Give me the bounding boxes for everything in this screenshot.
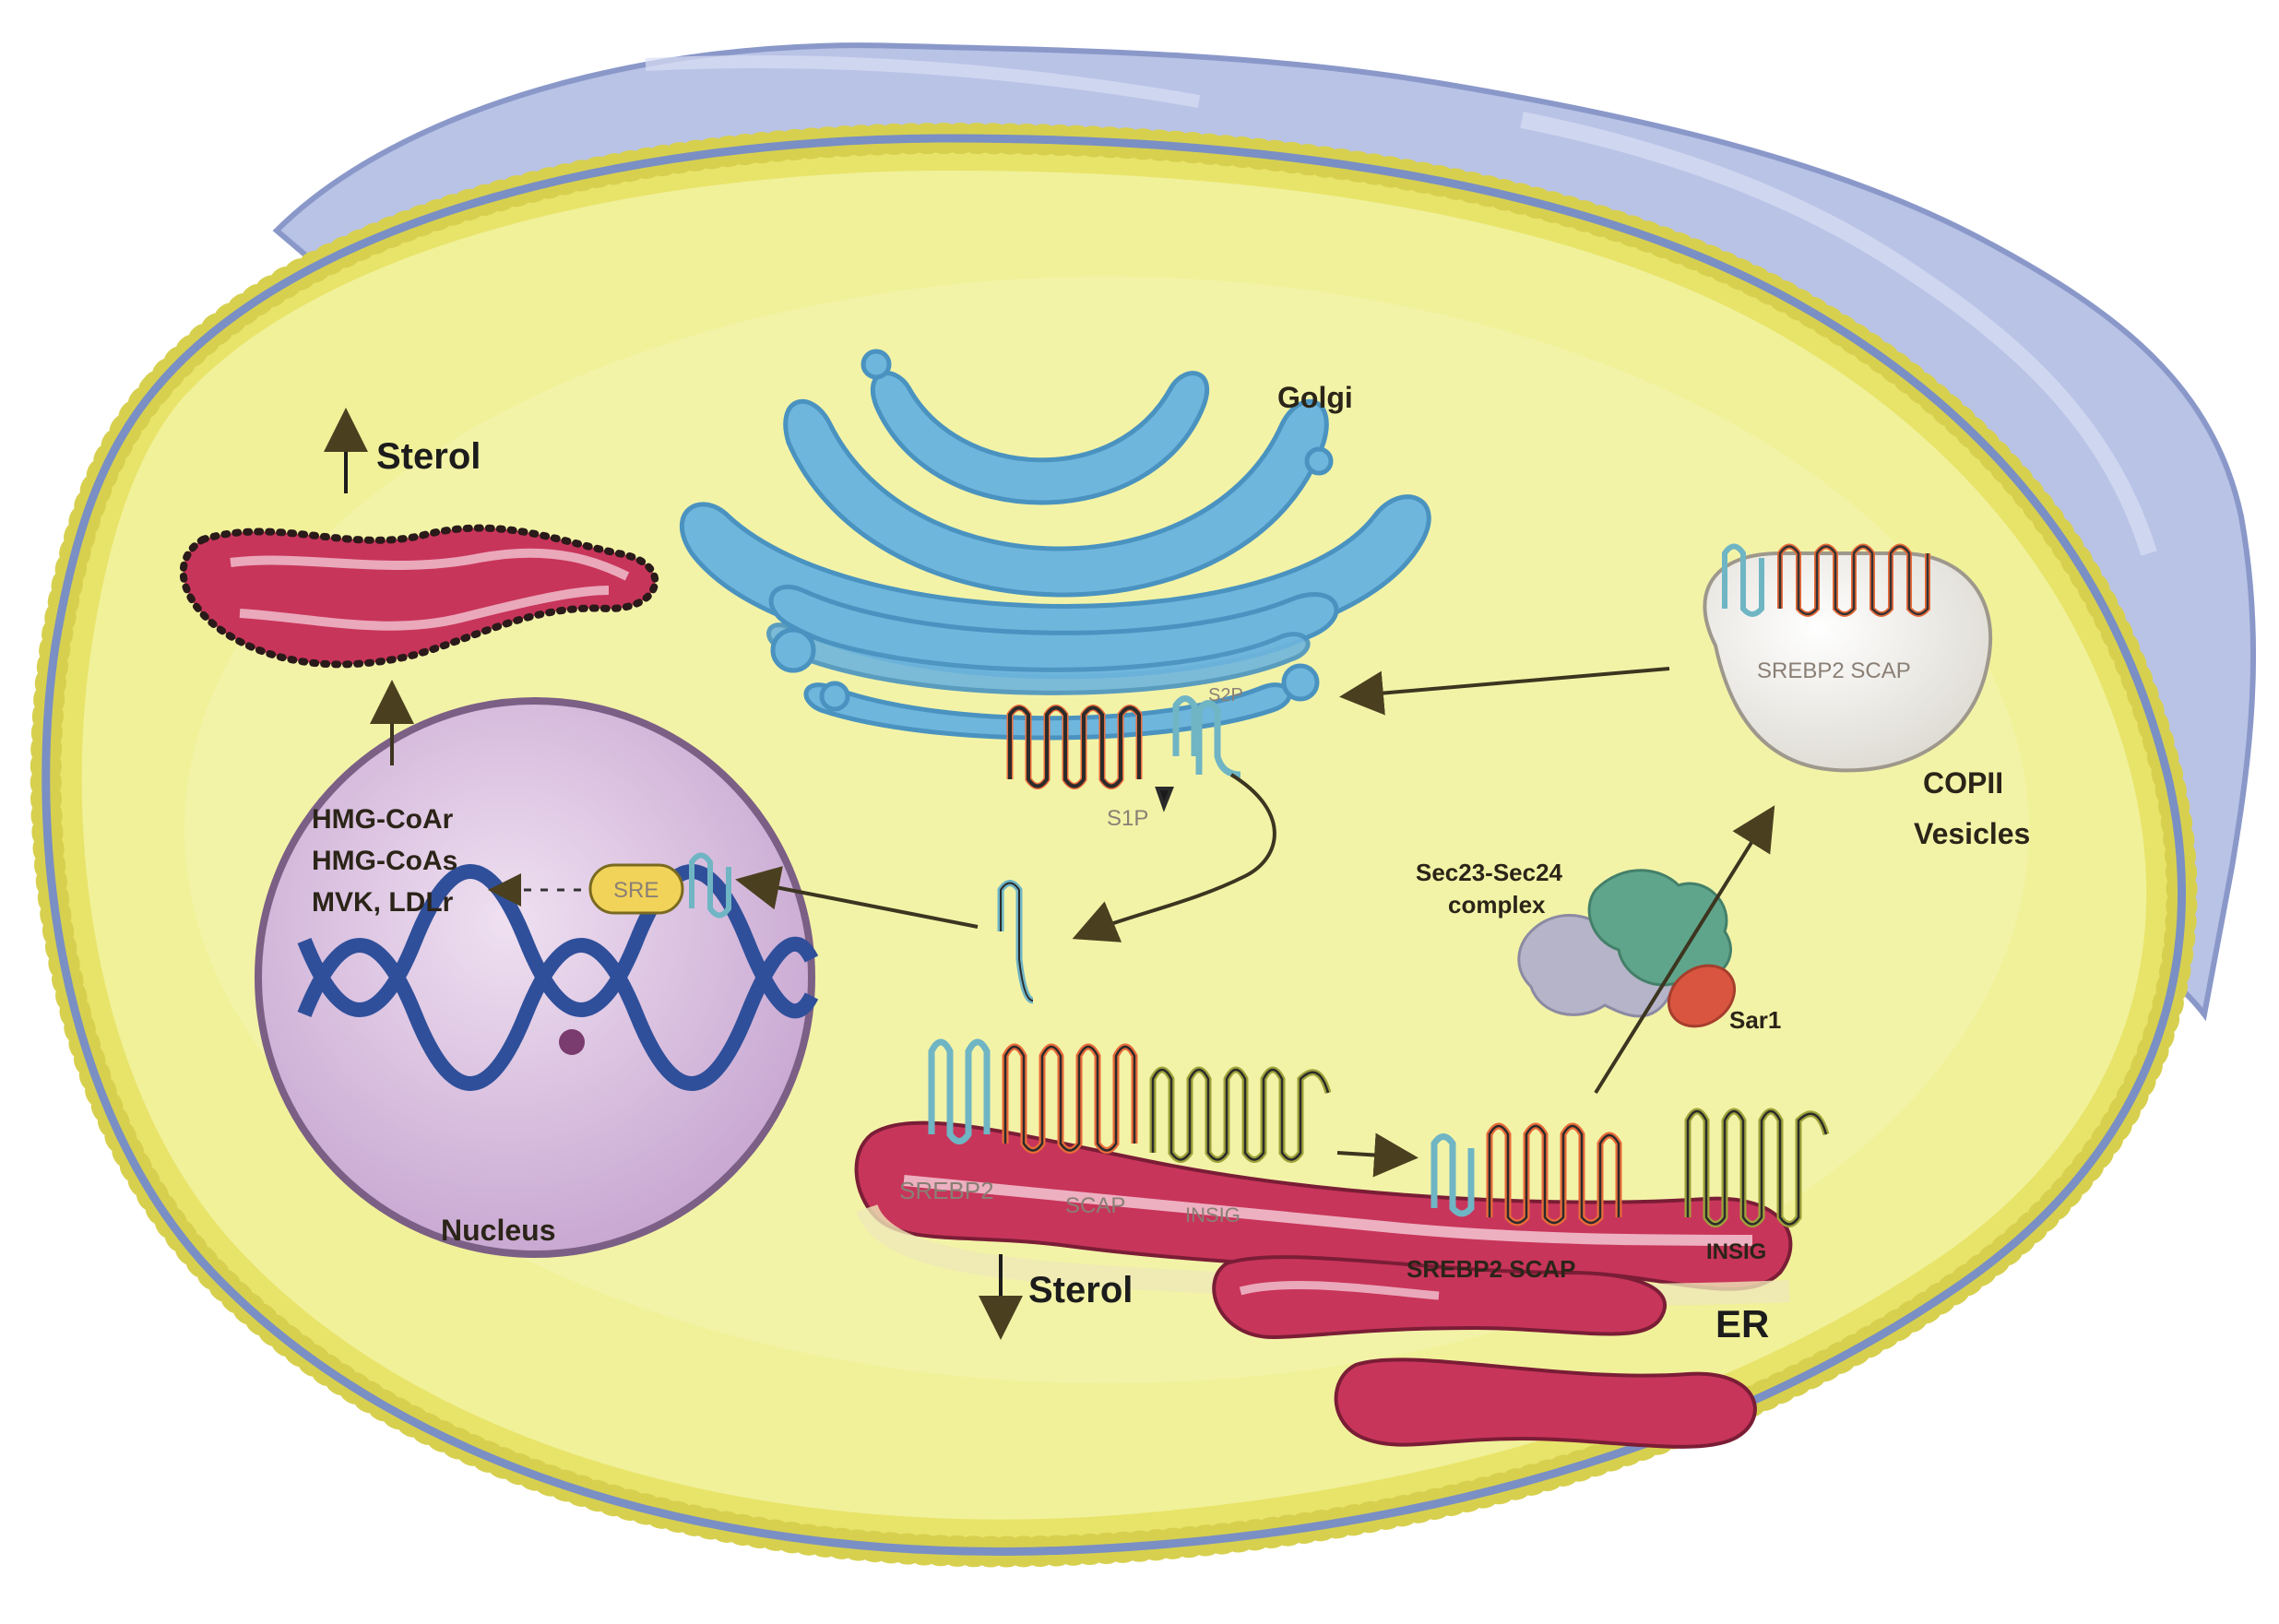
srebp2-domain-vesicle [1722, 543, 1764, 617]
er-released-complex [1430, 1108, 1830, 1227]
er-insig-label: INSIG [1185, 1203, 1240, 1227]
golgi-apparatus [679, 349, 1431, 741]
er-sterol-high [179, 524, 659, 669]
dna-strand-2 [297, 936, 819, 1091]
er-main-highlight [903, 1175, 1753, 1246]
nucleolus [559, 1029, 585, 1055]
copii-label: COPII [1923, 766, 2003, 800]
cell-body-fold [1520, 112, 2157, 556]
dna-double-helix [297, 864, 819, 1091]
s1p-label: S1P [1107, 806, 1148, 831]
golgi-vesicle [819, 681, 850, 712]
er-cisterna-3 [1334, 1357, 1757, 1449]
scap-domain-er-outline [1003, 1045, 1136, 1152]
er-srebp2-label: SREBP2 [899, 1177, 994, 1204]
er-retained-complex [928, 1038, 1332, 1163]
copii-coat-proteins [1517, 869, 1737, 1028]
srebp2-nterm-fragment-outline [1000, 882, 1034, 1002]
srebp2-domain-released [1430, 1133, 1475, 1217]
er-cisterna-4 [1239, 1281, 1440, 1300]
sec-complex-label-line2: complex [1448, 891, 1546, 919]
sterol-up-indicator: Sterol [324, 408, 481, 493]
golgi-vesicle [770, 627, 816, 673]
arrow-nterm-to-nucleus [735, 866, 979, 929]
vesicle-proteins-label: SREBP2 SCAP [1757, 658, 1911, 683]
arrow-er-to-copii [1594, 805, 1775, 1095]
er-sterol-low [854, 1120, 1793, 1449]
sar1-label: Sar1 [1729, 1006, 1781, 1034]
scap-domain-vesicle-outline [1778, 545, 1929, 616]
golgi-vesicle [1281, 663, 1320, 702]
sec23-sec24-protein [1587, 869, 1732, 987]
er-scap-label: SCAP [1065, 1193, 1125, 1218]
er-exit-proteins-label: SREBP2 SCAP [1407, 1255, 1576, 1283]
er-cisterna-2 [1212, 1255, 1668, 1340]
nucleus-label: Nucleus [441, 1214, 555, 1247]
sre-label: SRE [613, 878, 659, 903]
srebp2-domain-golgi [1172, 695, 1241, 778]
cleavage-site-arrow [1155, 787, 1174, 812]
sar1-protein [1667, 964, 1737, 1028]
insig-domain-free-outline [1686, 1109, 1828, 1226]
arrow-copii-to-golgi [1339, 667, 1670, 716]
golgi-membrane-proteins [1006, 695, 1241, 812]
gene-label-1: HMG-CoAr [312, 804, 454, 835]
gene-label-3: MVK, LDLr [312, 887, 454, 918]
vesicle-membrane-proteins [1722, 543, 1930, 617]
srebp2-nterm-bound [689, 852, 731, 919]
gene-label-2: HMG-CoAs [312, 846, 457, 876]
insig-domain-er-outline [1151, 1068, 1330, 1161]
srebp2-domain-er [928, 1038, 991, 1144]
scap-domain-golgi-outline [1008, 705, 1141, 788]
golgi-label: Golgi [1277, 381, 1353, 414]
sec-complex-label-line1: Sec23-Sec24 [1416, 859, 1563, 886]
sterol-down-label: Sterol [1028, 1270, 1133, 1310]
golgi-cisterna-1 [870, 371, 1210, 505]
arrow-insig-release [1336, 1132, 1418, 1178]
copii-vesicle [1703, 551, 1993, 773]
sre-element [588, 863, 684, 915]
cell-body-fold-2 [645, 54, 1201, 108]
arrow-golgi-to-nterm [1072, 773, 1276, 942]
sterol-up-label: Sterol [376, 436, 481, 477]
scap-domain-released-outline [1488, 1124, 1620, 1225]
vesicles-label: Vesicles [1914, 817, 2030, 850]
plasma-membrane [42, 134, 2186, 1556]
er-label: ER [1715, 1302, 1769, 1345]
sterol-down-indicator: Sterol [979, 1254, 1133, 1340]
s2p-label: S2P [1208, 685, 1243, 705]
golgi-vesicle [1304, 446, 1334, 476]
golgi-vesicle [861, 349, 892, 380]
er-insig-right-label: INSIG [1706, 1239, 1766, 1264]
